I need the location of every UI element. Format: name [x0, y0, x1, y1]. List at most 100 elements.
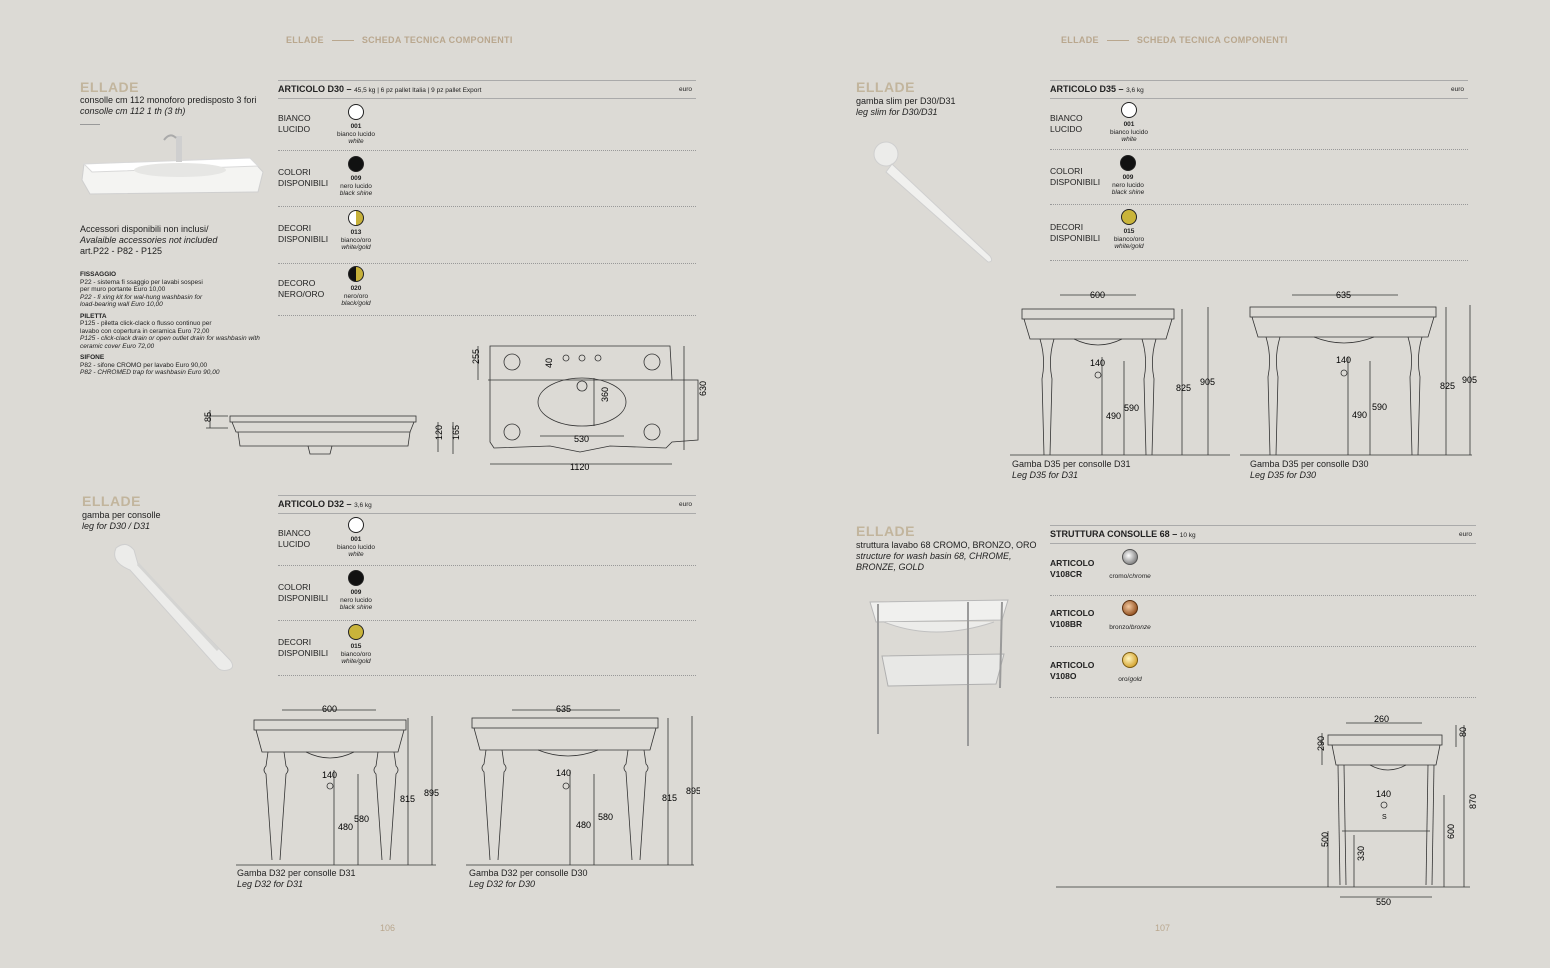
note-line-en: load-bearing wall Euro 10,00	[80, 301, 163, 308]
note-head: FISSAGGIO	[80, 271, 117, 278]
divider	[80, 124, 100, 125]
dim-label: 905	[1462, 375, 1477, 385]
color-dot-gold	[1121, 209, 1137, 225]
d32-caption-2: Gamba D32 per consolle D30 Leg D32 for D…	[469, 868, 588, 890]
d30-subtitle: consolle cm 112 1 th (3 th)	[80, 106, 186, 116]
page-number-right: 107	[1155, 923, 1171, 933]
s68-brand: ELLADE	[856, 523, 915, 539]
note-line: lavabo con copertura in ceramica Euro 72…	[80, 327, 210, 335]
dim-label: 815	[400, 794, 415, 804]
table-header: ARTICOLO D35 – 3,6 kg euro	[1050, 80, 1468, 99]
d30-title-text: consolle cm 112 monoforo predisposto 3 f…	[80, 95, 257, 105]
article-code: ARTICOLO D35	[1050, 84, 1117, 94]
dim-label: 825	[1176, 383, 1191, 393]
dim-label: 895	[424, 788, 439, 798]
caption-en: Leg D35 for D30	[1250, 470, 1317, 480]
caption-en: Leg D32 for D30	[469, 879, 536, 889]
note-line-en: ceramic cover Euro 72,00	[80, 342, 155, 350]
s68-subtitle: BRONZE, GOLD	[856, 562, 925, 572]
d35-leg-image	[873, 141, 993, 263]
dim-label: 490	[1106, 411, 1121, 421]
d35-title: gamba slim per D30/D31 leg slim for D30/…	[856, 96, 956, 118]
d30-accessories: Accessori disponibili non inclusi/ Avala…	[80, 224, 217, 257]
accessories-codes: art.P22 - P82 - P125	[80, 246, 163, 256]
accessories-subtitle: Avalaible accessories not included	[80, 235, 218, 245]
dim-label: 590	[1124, 403, 1139, 413]
d30-table: ARTICOLO D30 – 45,5 kg | 6 pz pallet Ita…	[278, 80, 696, 320]
currency-label: euro	[678, 501, 692, 508]
caption-en: Leg D35 for D31	[1012, 470, 1079, 480]
table-header: ARTICOLO D30 – 45,5 kg | 6 pz pallet Ita…	[278, 80, 696, 99]
header-section: SCHEDA TECNICA COMPONENTI	[361, 35, 513, 45]
dim-label: 260	[1374, 714, 1389, 724]
article-specs: 3,6 kg	[1126, 87, 1144, 94]
d32-brand: ELLADE	[82, 493, 141, 509]
dim-label: 40	[544, 358, 554, 368]
dim-label: 815	[662, 793, 677, 803]
d35-brand: ELLADE	[856, 79, 915, 95]
d32-title: gamba per consolle leg for D30 / D31	[82, 510, 161, 532]
dim-label: 80	[1458, 727, 1468, 737]
dim-label: 490	[1352, 410, 1367, 420]
article-specs: 45,5 kg | 6 pz pallet Italia | 9 pz pall…	[354, 87, 482, 94]
dim-label: 85	[203, 412, 213, 422]
dim-label: 580	[354, 814, 369, 824]
color-dot-white	[348, 104, 364, 120]
d35-subtitle: leg slim for D30/D31	[856, 107, 938, 117]
d35-title-text: gamba slim per D30/D31	[856, 96, 956, 106]
article-specs: 3,6 kg	[354, 502, 372, 509]
d30-brand: ELLADE	[80, 79, 139, 95]
caption: Gamba D35 per consolle D30	[1250, 459, 1369, 469]
dim-label: 140	[556, 768, 571, 778]
dim-label: 290	[1316, 736, 1326, 751]
finish-swatch: oro/gold	[1090, 652, 1170, 684]
note-line: per muro portante Euro 10,00	[80, 286, 166, 293]
dim-label: 255	[471, 349, 481, 364]
dim-label: 590	[1372, 402, 1387, 412]
d35-leg-drawings: 600 140 490 590 825 905 635 140 490 590 …	[1010, 290, 1477, 456]
dim-label: 580	[598, 812, 613, 822]
d32-title-text: gamba per consolle	[82, 510, 161, 520]
s68-subtitle: structure for wash basin 68, CHROME,	[856, 551, 1012, 561]
d30-accessory-notes: FISSAGGIO P22 - sistema fi ssaggio per l…	[80, 271, 270, 377]
color-dot-white-gold	[348, 210, 364, 226]
dim-label: 635	[556, 704, 571, 714]
d30-side-drawing: 85 120 165	[203, 410, 461, 455]
dim-label: 165	[451, 425, 461, 440]
s68-title: struttura lavabo 68 CROMO, BRONZO, ORO s…	[856, 540, 1046, 573]
dim-label: 140	[1336, 355, 1351, 365]
accessories-title: Accessori disponibili non inclusi/	[80, 224, 209, 234]
note-line: P22 - sistema fi ssaggio per lavabi sosp…	[80, 278, 203, 286]
dim-label: 600	[322, 704, 337, 714]
article-specs: 10 kg	[1179, 532, 1196, 539]
d30-top-drawing: 255 40 360 530 1120 630	[471, 345, 708, 472]
dash: –	[1172, 529, 1178, 539]
dim-label: 480	[576, 820, 591, 830]
dim-label: 140	[1090, 358, 1105, 368]
dim-label: 140	[1376, 789, 1391, 799]
header-section: SCHEDA TECNICA COMPONENTI	[1136, 35, 1288, 45]
dim-label: 825	[1440, 381, 1455, 391]
